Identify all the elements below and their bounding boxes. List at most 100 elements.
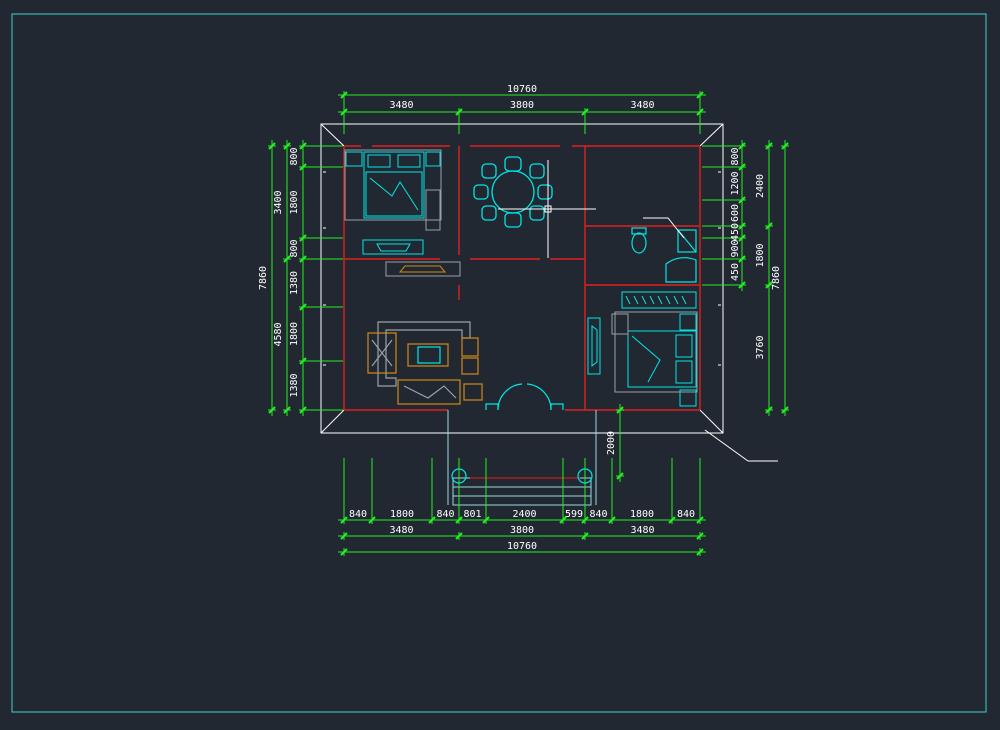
dimension-label: 900 <box>730 239 741 257</box>
dimension-tick <box>616 472 624 480</box>
dimension-label: 10760 <box>507 541 537 552</box>
dimension-label: 3480 <box>389 525 413 536</box>
dimension-label: 1380 <box>289 271 300 295</box>
dimension-tick <box>299 142 307 150</box>
dimension-tick <box>696 91 704 99</box>
dimension-tick <box>738 255 746 263</box>
crosshair-cursor-icon <box>498 160 596 258</box>
dimension-label: 1800 <box>630 509 654 520</box>
sofa-set-icon <box>367 321 483 405</box>
dimension-tick <box>340 548 348 556</box>
dimension-label: 7860 <box>771 266 782 290</box>
dimension-label: 2400 <box>512 509 536 520</box>
drawing-border-frame <box>11 13 987 713</box>
dimension-label: 3800 <box>510 100 534 111</box>
dimension-tick <box>581 532 589 540</box>
dimension-label: 1800 <box>289 322 300 346</box>
dimension-label: 2000 <box>606 431 617 455</box>
tv-cabinet-icon <box>587 317 601 375</box>
dimension-label: 600 <box>730 204 741 222</box>
dimension-tick <box>268 406 276 414</box>
dimension-label: 10760 <box>507 84 537 95</box>
dimension-tick <box>283 255 291 263</box>
dimension-tick <box>781 406 789 414</box>
shower-icon <box>665 229 697 283</box>
dimension-labels: 10760 3480 3800 3480 840 1800 840 801 2400 599 840… <box>258 84 782 552</box>
dimension-tick <box>608 516 616 524</box>
dimension-lines <box>268 91 789 556</box>
dimension-label: 1800 <box>390 509 414 520</box>
dimension-tick <box>299 357 307 365</box>
dimension-tick <box>455 516 463 524</box>
dimension-tick <box>696 516 704 524</box>
dimension-label: 1200 <box>730 171 741 195</box>
dimension-label: 3400 <box>273 190 284 214</box>
dimension-label: 801 <box>463 509 481 520</box>
dimension-label: 1800 <box>755 243 766 267</box>
dimension-label: 840 <box>349 509 367 520</box>
dimension-label: 599 <box>565 509 583 520</box>
dimension-tick <box>696 548 704 556</box>
round-dining-table-icon <box>473 156 553 228</box>
dimension-tick <box>668 516 676 524</box>
front-porch <box>447 410 597 506</box>
dimension-label: 800 <box>289 239 300 257</box>
dimension-label: 3800 <box>510 525 534 536</box>
dimension-label: 7860 <box>258 266 269 290</box>
roof-outline <box>320 123 778 462</box>
leader-line <box>643 217 685 239</box>
toilet-icon <box>631 227 647 254</box>
wardrobe-icon <box>621 291 697 309</box>
dimension-tick <box>765 222 773 230</box>
dimension-label: 3480 <box>389 100 413 111</box>
dimension-tick <box>559 516 567 524</box>
dimension-tick <box>738 281 746 289</box>
dimension-label: 450 <box>730 223 741 241</box>
dimension-label: 450 <box>730 263 741 281</box>
dimension-tick <box>299 406 307 414</box>
dimension-label: 3760 <box>755 335 766 359</box>
dimension-tick <box>765 281 773 289</box>
dimension-label: 3480 <box>630 525 654 536</box>
dimension-label: 1800 <box>289 190 300 214</box>
dimension-tick <box>616 406 624 414</box>
dimension-tick <box>455 532 463 540</box>
double-bed-icon <box>344 149 442 231</box>
dimension-tick <box>340 91 348 99</box>
dimension-tick <box>299 303 307 311</box>
dimension-label: 1380 <box>289 373 300 397</box>
dimension-label: 4580 <box>273 322 284 346</box>
dimension-tick <box>738 142 746 150</box>
dimension-tick <box>455 108 463 116</box>
dimension-tick <box>738 163 746 171</box>
dimension-tick <box>340 516 348 524</box>
tv-cabinet-icon <box>362 239 461 277</box>
dimension-tick <box>696 532 704 540</box>
dimension-tick <box>299 163 307 171</box>
dimension-label: 800 <box>289 147 300 165</box>
dimension-label: 800 <box>730 147 741 165</box>
dimension-tick <box>368 516 376 524</box>
dimension-tick <box>765 142 773 150</box>
dimension-tick <box>340 532 348 540</box>
dimension-tick <box>738 222 746 230</box>
dimension-label: 840 <box>677 509 695 520</box>
dimension-tick <box>781 142 789 150</box>
dimension-tick <box>765 406 773 414</box>
double-bed-icon <box>611 311 698 407</box>
wall-ticks <box>323 171 721 366</box>
dimension-tick <box>738 234 746 242</box>
interior-walls <box>343 145 701 411</box>
dimension-label: 840 <box>436 509 454 520</box>
dimension-label: 840 <box>589 509 607 520</box>
dimension-tick <box>696 108 704 116</box>
dimension-tick <box>283 142 291 150</box>
dimension-tick <box>581 108 589 116</box>
dimension-tick <box>283 406 291 414</box>
dimension-label: 2400 <box>755 174 766 198</box>
dimension-tick <box>299 234 307 242</box>
dimension-label: 3480 <box>630 100 654 111</box>
dimension-tick <box>428 516 436 524</box>
